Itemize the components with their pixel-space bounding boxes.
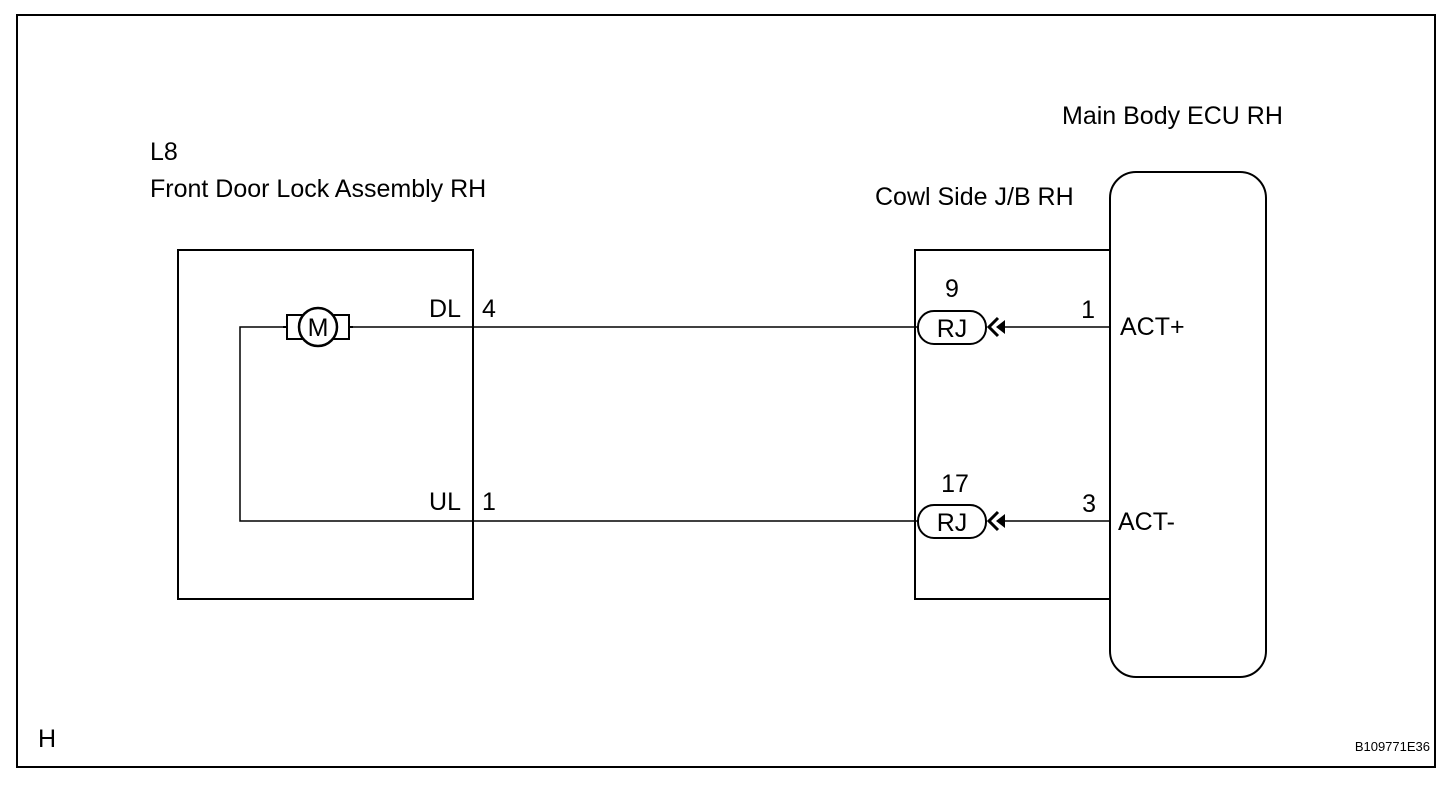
connector-rj-lower bbox=[917, 504, 987, 539]
component-name: Front Door Lock Assembly RH bbox=[150, 175, 486, 203]
junction-block-name: Cowl Side J/B RH bbox=[875, 183, 1074, 211]
connector-rj-lower-label: RJ bbox=[937, 509, 968, 537]
component-code: L8 bbox=[150, 138, 178, 166]
ecu-signal-act-plus: ACT+ bbox=[1120, 313, 1185, 341]
pin-name-dl: DL bbox=[429, 295, 461, 323]
ecu-signal-act-minus: ACT- bbox=[1118, 508, 1175, 536]
pin-number-dl: 4 bbox=[482, 295, 496, 323]
ecu-pin-1: 1 bbox=[1081, 296, 1095, 324]
diagram-frame bbox=[16, 14, 1436, 768]
jb-pin-17: 17 bbox=[941, 470, 969, 498]
motor-label: M bbox=[308, 314, 329, 342]
connector-rj-upper bbox=[917, 310, 987, 345]
figure-code: B109771E36 bbox=[1355, 739, 1430, 754]
door-lock-box bbox=[177, 249, 474, 600]
ecu-pin-3: 3 bbox=[1082, 490, 1096, 518]
ecu-name: Main Body ECU RH bbox=[1062, 102, 1283, 130]
connector-arrow-lower-icon bbox=[986, 510, 1005, 532]
pin-number-ul: 1 bbox=[482, 488, 496, 516]
motor-icon: M bbox=[283, 306, 353, 348]
connector-rj-upper-label: RJ bbox=[937, 315, 968, 343]
corner-letter: H bbox=[38, 725, 56, 753]
internal-wire bbox=[239, 326, 473, 522]
pin-name-ul: UL bbox=[429, 488, 461, 516]
ecu-box bbox=[1109, 171, 1267, 678]
jb-pin-9: 9 bbox=[945, 275, 959, 303]
connector-arrow-upper-icon bbox=[986, 316, 1005, 338]
